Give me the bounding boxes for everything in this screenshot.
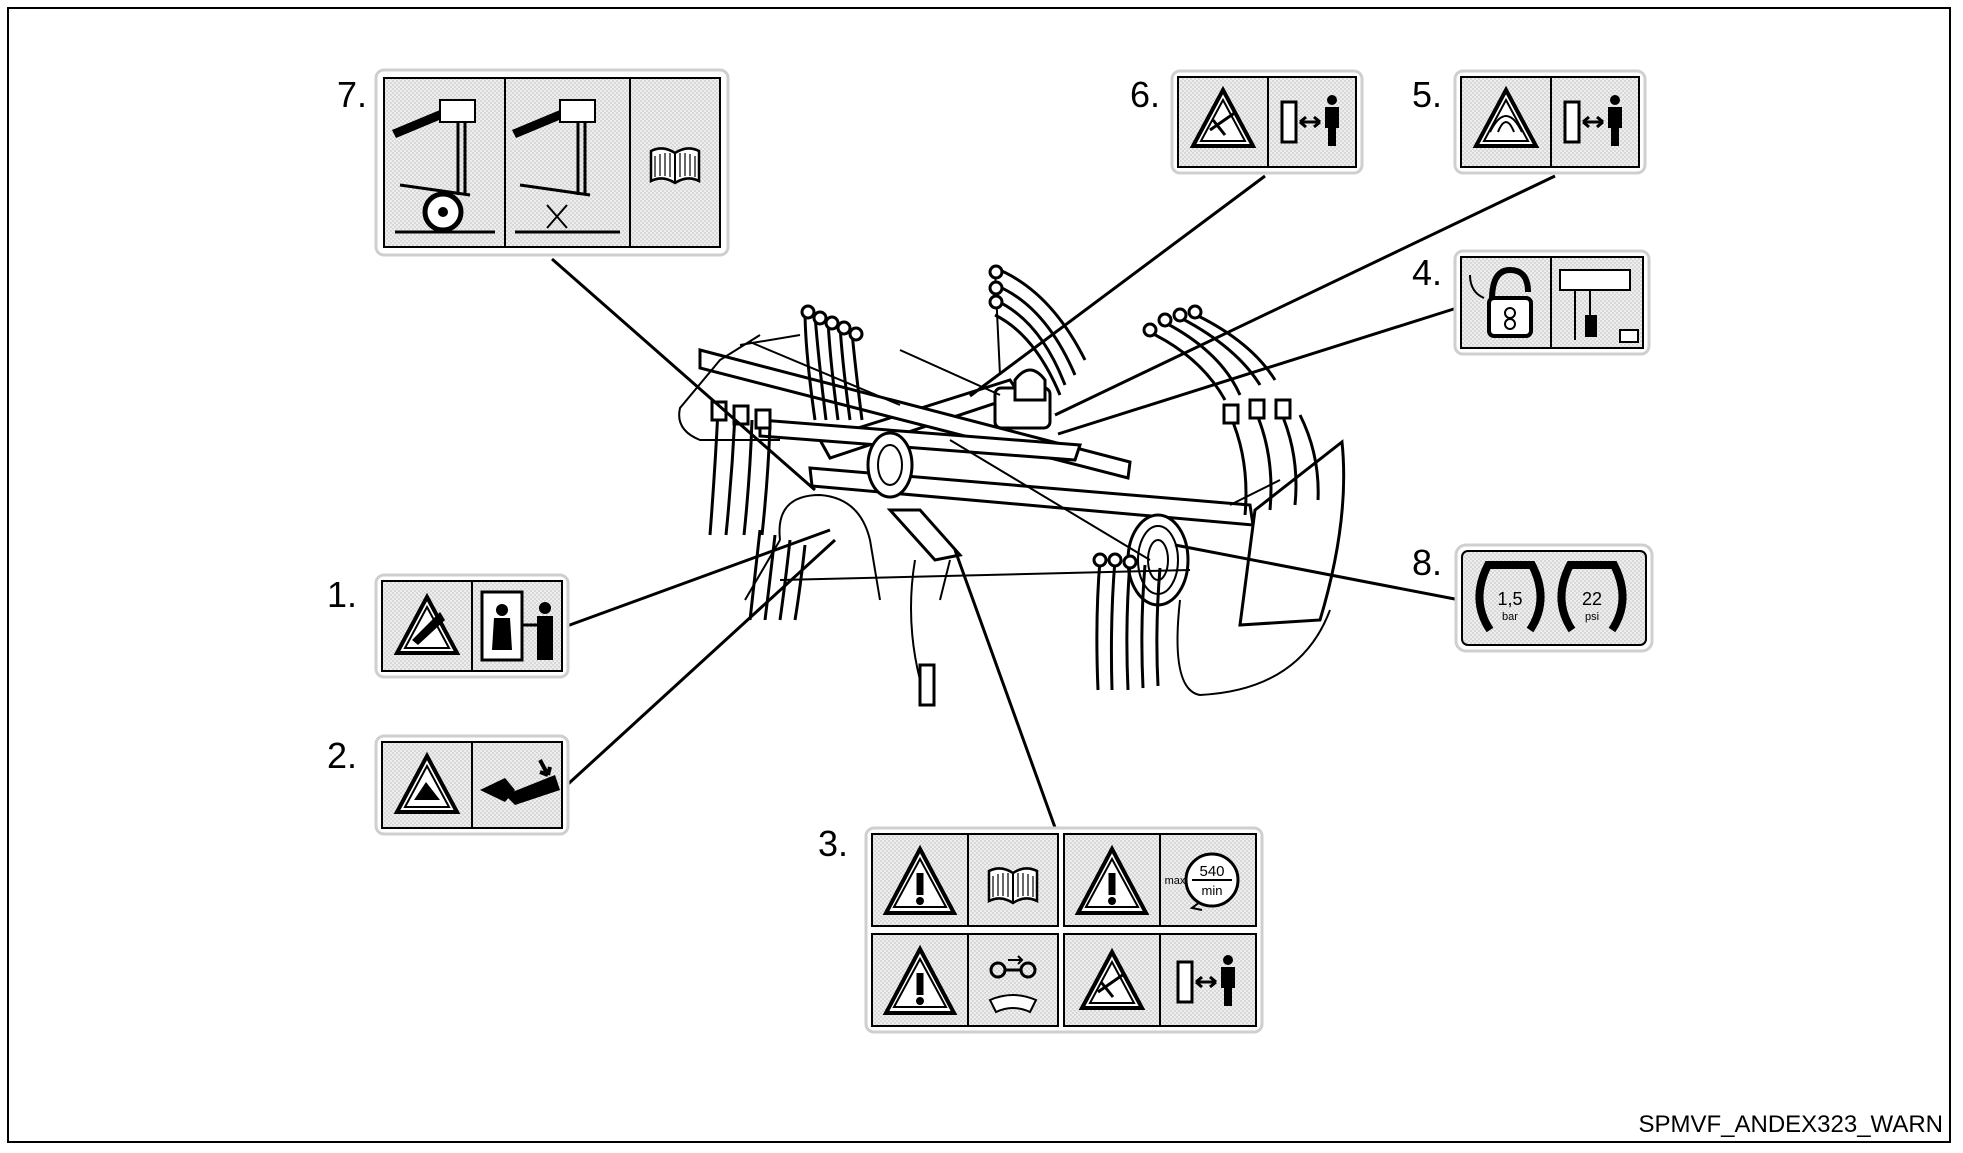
decal-4-number: 4.	[1412, 252, 1443, 293]
person-at-machine-icon	[480, 590, 553, 662]
decal-3-number: 3.	[818, 823, 849, 864]
pressure-psi-value: 22	[1582, 589, 1602, 609]
tire-pressure-icon: 1,5 bar 22 psi	[1475, 561, 1627, 633]
decal-4-lock-label	[1453, 249, 1651, 356]
rpm-icon: max 540 min	[1165, 852, 1240, 911]
decal-6-number: 6.	[1130, 74, 1161, 115]
pressure-bar-value: 1,5	[1497, 589, 1522, 609]
rotary-rake-drawing	[678, 264, 1346, 707]
decal-3-warning-label-set: max 540 min	[864, 826, 1264, 1034]
shaft-manual-icon	[988, 955, 1038, 1014]
decal-6-keep-distance-label	[1170, 69, 1364, 175]
pressure-psi-unit: psi	[1585, 611, 1599, 623]
manual-book-icon	[649, 147, 701, 185]
decal-7-number: 7.	[337, 74, 368, 115]
pressure-bar-unit: bar	[1502, 611, 1518, 623]
decal-8-tire-pressure-label: 1,5 bar 22 psi	[1454, 543, 1654, 653]
decal-7-jack-stand-label	[374, 68, 730, 257]
decal-2-number: 2.	[327, 735, 358, 776]
decal-1-number: 1.	[327, 574, 358, 615]
leader-lines	[551, 174, 1556, 834]
manual-book-icon	[987, 867, 1039, 905]
padlock-icon	[1469, 266, 1533, 338]
decal-2-hand-crush-label	[374, 734, 570, 836]
decal-5-keep-distance-label	[1453, 69, 1647, 175]
decal-8-number: 8.	[1412, 542, 1443, 583]
speed-max-label: max	[1165, 875, 1186, 887]
speed-value: 540	[1199, 863, 1224, 880]
decal-1-crush-hazard-label	[374, 573, 570, 679]
decal-5-number: 5.	[1412, 74, 1443, 115]
document-code: SPMVF_ANDEX323_WARN	[1638, 1111, 1943, 1138]
hand-crush-icon	[480, 759, 560, 805]
drawing-frame	[7, 7, 1951, 1143]
speed-unit: min	[1202, 883, 1223, 898]
